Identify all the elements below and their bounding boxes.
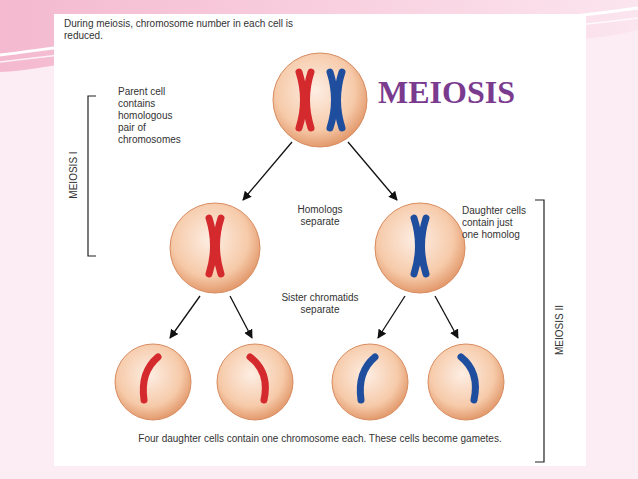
red-chromatid [250,357,265,400]
cell-note: Parent cell contains homologous pair of … [118,86,190,146]
blue-chromosome [330,72,342,128]
blue-chromatid [360,357,375,400]
step-note: Sister chromatids separate [280,292,360,316]
stage-label: MEIOSIS I [68,125,80,225]
step-note: Homologs separate [285,204,355,228]
daughter-cell [375,203,465,293]
stage-label: MEIOSIS II [554,280,566,380]
gamete-cell [217,344,293,420]
gamete-cell [332,344,408,420]
cell-note: Daughter cells contain just one homolog [462,205,530,241]
slide-title: MEIOSIS [378,74,568,110]
blue-chromosome [414,218,426,274]
meiosis-ii-bracket [535,200,544,462]
caption-text: Four daughter cells contain one chromoso… [120,433,520,445]
content-panel [54,14,586,466]
daughter-cell [170,203,260,293]
chromosomes [143,72,475,400]
red-chromosome [209,218,221,274]
gamete-cell [115,344,191,420]
parent-cell [273,53,367,147]
meiosis-i-bracket [88,96,96,256]
blue-chromatid [461,357,475,400]
red-chromatid [143,357,158,400]
gamete-cell [428,344,504,420]
arrows [170,142,458,338]
red-chromosome [299,72,311,128]
intro-note: During meiosis, chromosome number in eac… [64,18,302,42]
